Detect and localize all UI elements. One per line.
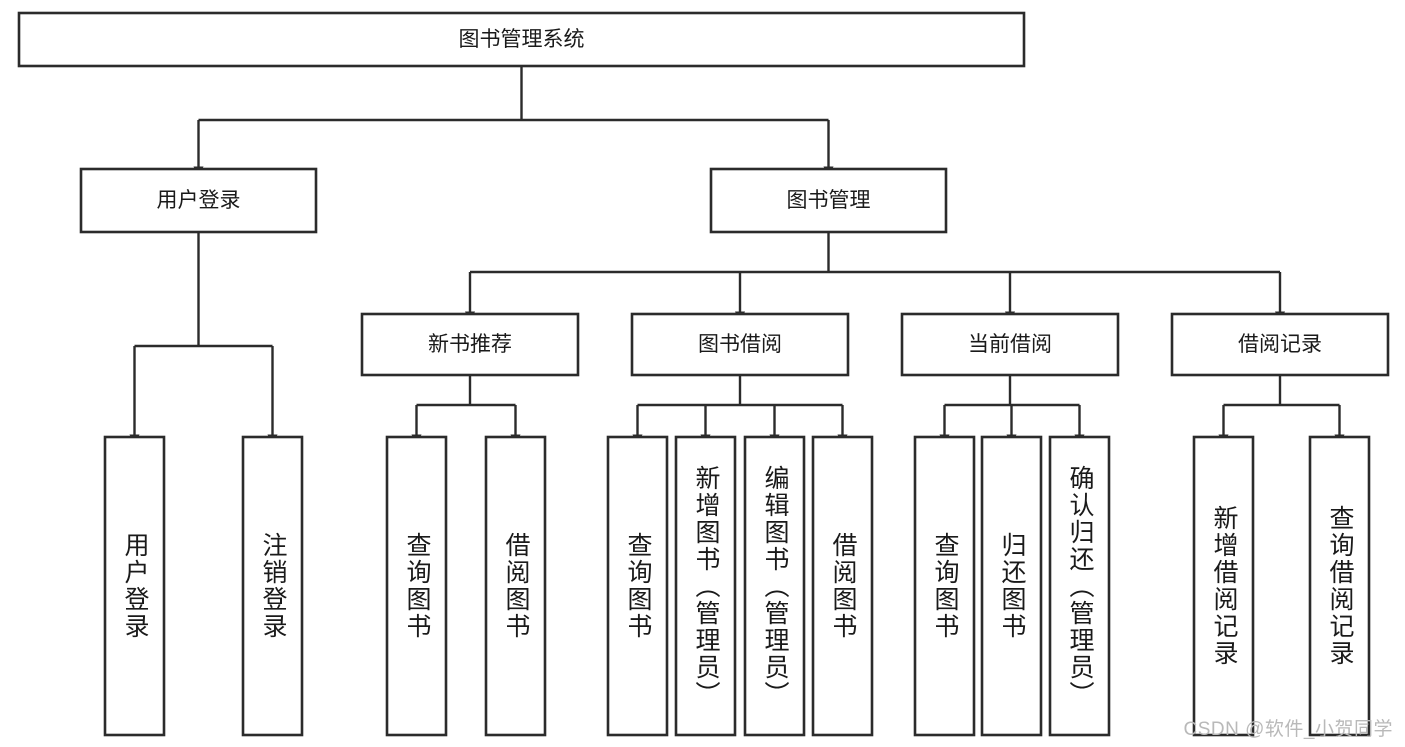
node-leaf-0[interactable] xyxy=(103,435,166,737)
node-label-level1-1: 图书管理 xyxy=(787,189,871,212)
node-label-level1-0: 用户登录 xyxy=(157,189,241,212)
node-level2-0[interactable] xyxy=(360,312,580,377)
node-leaf-11[interactable] xyxy=(1192,435,1255,737)
node-leaf-8[interactable] xyxy=(913,435,976,737)
node-level2-3[interactable] xyxy=(1170,312,1390,377)
node-leaf-7[interactable] xyxy=(811,435,874,737)
node-root-图书管理系统[interactable] xyxy=(17,11,1026,68)
node-label-root: 图书管理系统 xyxy=(459,28,585,51)
node-level1-1[interactable] xyxy=(709,167,948,234)
node-label-level2-2: 当前借阅 xyxy=(968,333,1052,356)
node-label-level2-0: 新书推荐 xyxy=(428,333,512,356)
node-level2-2[interactable] xyxy=(900,312,1120,377)
node-leaf-9[interactable] xyxy=(980,435,1043,737)
node-leaf-2[interactable] xyxy=(385,435,448,737)
node-box-layer xyxy=(17,11,1390,737)
node-level2-1[interactable] xyxy=(630,312,850,377)
node-leaf-3[interactable] xyxy=(484,435,547,737)
node-leaf-1[interactable] xyxy=(241,435,304,737)
node-level1-0[interactable] xyxy=(79,167,318,234)
node-leaf-6[interactable] xyxy=(743,435,806,737)
node-leaf-4[interactable] xyxy=(606,435,669,737)
node-leaf-12[interactable] xyxy=(1308,435,1371,737)
node-label-level2-3: 借阅记录 xyxy=(1238,333,1322,356)
node-label-level2-1: 图书借阅 xyxy=(698,333,782,356)
connector-layer xyxy=(129,66,1345,446)
watermark: CSDN @软件_小贺同学 xyxy=(1183,719,1393,740)
node-leaf-10[interactable] xyxy=(1048,435,1111,737)
node-leaf-5[interactable] xyxy=(674,435,737,737)
